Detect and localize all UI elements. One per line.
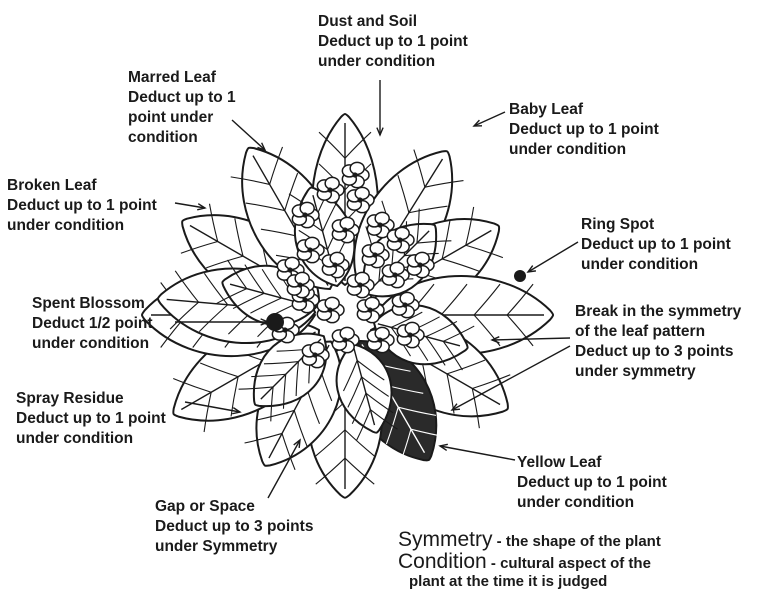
ring-spot-arrow — [528, 242, 578, 272]
condition-definition-continued: plant at the time it is judged — [398, 574, 661, 590]
label-ring-spot: Ring SpotDeduct up to 1 pointunder condi… — [581, 215, 731, 275]
label-baby-leaf: Baby LeafDeduct up to 1 pointunder condi… — [509, 100, 659, 160]
flower — [317, 297, 344, 322]
label-marred-leaf: Marred LeafDeduct up to 1point undercond… — [128, 68, 236, 148]
label-dust-and-soil: Dust and SoilDeduct up to 1 pointunder c… — [318, 12, 468, 72]
label-symmetry-break: Break in the symmetryof the leaf pattern… — [575, 302, 741, 382]
label-spray-residue: Spray ResidueDeduct up to 1 pointunder c… — [16, 389, 166, 449]
definitions-legend: Symmetry - the shape of the plant Condit… — [398, 530, 661, 590]
condition-term: Condition — [398, 550, 487, 573]
yellow-leaf-arrow — [440, 444, 515, 460]
baby-leaf-arrow — [474, 112, 505, 126]
label-yellow-leaf: Yellow LeafDeduct up to 1 pointunder con… — [517, 453, 667, 513]
label-spent-blossom: Spent BlossomDeduct 1/2 pointunder condi… — [32, 294, 153, 354]
symmetry-definition: Symmetry - the shape of the plant — [398, 530, 661, 552]
marred-leaf-arrow — [232, 120, 265, 150]
ring-spot-mark — [514, 270, 526, 282]
symmetry-term: Symmetry — [398, 528, 493, 551]
condition-definition: Condition - cultural aspect of the — [398, 552, 661, 574]
label-gap-or-space: Gap or SpaceDeduct up to 3 pointsunder S… — [155, 497, 313, 557]
label-broken-leaf: Broken LeafDeduct up to 1 pointunder con… — [7, 176, 157, 236]
broken-leaf-arrow — [175, 203, 205, 210]
dust-soil-arrow — [377, 80, 383, 135]
